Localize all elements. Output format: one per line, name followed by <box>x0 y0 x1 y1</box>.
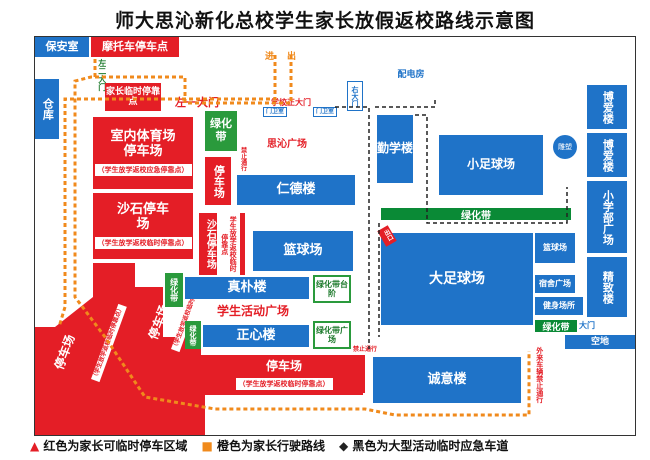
sand-parking-2-title: 沙石停车场 <box>204 219 216 269</box>
emergency-route-black <box>335 99 568 349</box>
school-main-gate-label: 学校正大门 <box>271 98 311 107</box>
outside-vehicles-banned: 外来车辆禁止通行 <box>535 347 544 403</box>
left-gate-2-label: 左二大门 <box>97 59 107 91</box>
page-title: 师大思沁新化总校学生家长放假返校路线示意图 <box>114 10 535 32</box>
green-belt-1: 绿化带 <box>205 111 237 151</box>
right-gate: 右大门 <box>347 81 363 111</box>
stop-sign-1: 禁止通行 <box>239 147 247 171</box>
legend-red: ▲ 红色为家长可临时停车区域 <box>30 437 187 454</box>
basketball-court-2: 篮球场 <box>535 233 575 263</box>
big-parking-note: （学生放学返校临时停靠点） <box>235 377 333 391</box>
black-diamond-icon: ◆ <box>338 439 349 453</box>
chengyi-building: 诚意楼 <box>373 357 521 403</box>
zhengxin-building: 正心楼 <box>203 325 309 347</box>
indoor-gym-title: 室内体育场停车场 <box>110 128 176 159</box>
sand-parking: 沙石停车场 （学生放学返校临时停靠点） <box>93 193 193 259</box>
route-overlay <box>57 55 568 417</box>
sand-parking-note: （学生放学返校临时停靠点） <box>94 236 192 250</box>
boai-building-1: 博爱楼 <box>587 85 627 129</box>
sand-parking-2: 沙石停车场 学生放学返校临时停靠点 <box>199 213 245 275</box>
green-belt-3: 绿化带 <box>185 321 201 349</box>
indoor-gym-parking: 室内体育场停车场 （学生放学返校应急停靠点） <box>93 117 193 189</box>
open-space: 空地 <box>565 335 635 349</box>
green-belt-square: 绿化带广场 <box>313 321 351 349</box>
big-football: 大足球场 <box>381 233 533 325</box>
green-belt-2: 绿化带 <box>165 273 183 307</box>
moto-parking: 摩托车停车点 <box>91 37 179 57</box>
distribution-room: 配电房 <box>391 63 431 87</box>
entry-label: 进 <box>265 52 275 62</box>
green-belt-platform: 绿化带台阶 <box>313 275 351 303</box>
primary-square: 小学部广场 <box>587 181 627 253</box>
jingzhi-building: 精致楼 <box>587 257 627 317</box>
legend-orange-text: 橙色为家长行驶路线 <box>216 439 325 453</box>
legend-orange: ■ 橙色为家长行驶路线 <box>201 437 325 454</box>
fitness-area: 健身场所 <box>535 297 583 315</box>
dorm-square: 宿舍广场 <box>535 275 575 293</box>
sand-parking-title: 沙石停车场 <box>116 201 169 232</box>
orange-square-icon: ■ <box>201 439 213 453</box>
zhenpu-building: 真朴楼 <box>185 277 309 299</box>
legend: ▲ 红色为家长可临时停车区域 ■ 橙色为家长行驶路线 ◆ 黑色为大型活动临时应急… <box>30 437 640 454</box>
basketball-court: 篮球场 <box>253 231 353 271</box>
legend-black-text: 黑色为大型活动临时应急车道 <box>352 439 509 453</box>
big-parking-title: 停车场 <box>265 358 302 373</box>
big-parking-bottom: 停车场 （学生放学返校临时停靠点） <box>205 355 363 395</box>
qinxue-building: 勤学楼 <box>377 115 413 183</box>
gate-post-left: 门卫室 <box>263 107 287 117</box>
indoor-gym-note: （学生放学返校应急停靠点） <box>94 163 192 177</box>
green-belt-bar: 绿化带 <box>381 208 571 222</box>
gate-post-right: 门卫室 <box>313 107 337 117</box>
green-belt-bar-2: 绿化带 <box>535 320 577 333</box>
stop-sign-2: 禁止通行 <box>353 346 378 353</box>
sand-parking-2-note: 学生放学返校临时停靠点 <box>217 213 241 275</box>
campus-map: 保安室 摩托车停车点 仓库 左二大门 家长临时停靠点 左一大门 进 出 配电房 … <box>34 36 636 436</box>
parent-temp-parking: 家长临时停靠点 <box>105 83 161 111</box>
rende-building: 仁德楼 <box>237 175 355 205</box>
small-football: 小足球场 <box>439 135 543 195</box>
boai-building-2: 博爱楼 <box>587 133 627 177</box>
big-gate-label: 大门 <box>579 321 595 330</box>
warehouse: 仓库 <box>35 79 59 139</box>
security-room: 保安室 <box>35 37 89 57</box>
small-parking: 停车场 <box>205 157 231 205</box>
legend-black: ◆ 黑色为大型活动临时应急车道 <box>339 437 508 454</box>
sculpture: 雕塑 <box>553 135 577 159</box>
student-square: 学生活动广场 <box>217 304 290 318</box>
parent-route-orange <box>57 55 531 417</box>
red-triangle-icon: ▲ <box>30 439 40 453</box>
sixin-square: 思沁广场 <box>267 139 307 150</box>
legend-red-text: 红色为家长可临时停车区域 <box>43 439 188 453</box>
